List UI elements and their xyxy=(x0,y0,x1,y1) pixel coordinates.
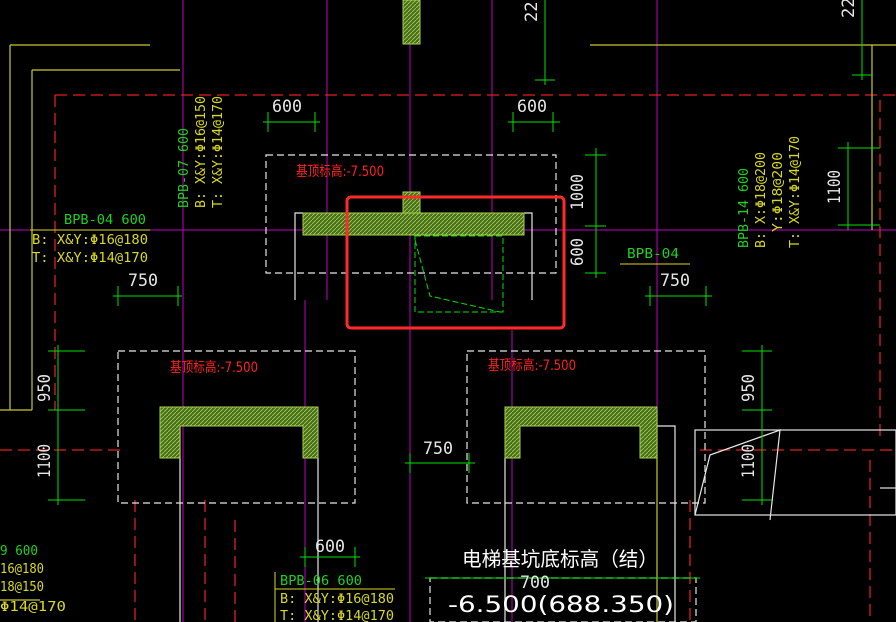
bpb-cut-name: 9 600 xyxy=(0,544,38,559)
beam-left xyxy=(159,406,319,459)
bpb07-bottom: B: X&Y:Φ16@150 xyxy=(194,96,209,208)
bpb04-right-name: BPB-04 xyxy=(627,247,679,262)
bpb14-bottom-y: Y:Φ18@200 xyxy=(771,152,786,232)
dim-text-700-b: 700 xyxy=(520,573,550,593)
dim-text-1100-l: 1100 xyxy=(35,444,55,478)
beam-top-center xyxy=(302,212,525,236)
dim-text-1100-r: 1100 xyxy=(739,444,759,478)
elev-top-label: 基顶标高:-7.500 xyxy=(296,163,384,180)
bpb07-label: BPB-07 600 B: X&Y:Φ16@150 T: X&Y:Φ14@170 xyxy=(177,96,226,208)
highlight-box[interactable] xyxy=(345,195,566,330)
pit-green-diagonal xyxy=(414,239,501,313)
foundation-right xyxy=(466,350,706,504)
bpb04-left-bottom: B: X&Y:Φ16@180 xyxy=(32,233,148,248)
beam-right xyxy=(504,406,658,459)
bpb04-left-name: BPB-04 600 xyxy=(64,213,146,228)
elev-right-label: 基顶标高:-7.500 xyxy=(488,357,576,374)
dim-text-600-b: 600 xyxy=(315,537,345,557)
elev-left-label: 基顶标高:-7.500 xyxy=(170,359,258,376)
pit-wall-right-right xyxy=(657,425,676,622)
dim-text-750-l: 750 xyxy=(128,271,158,291)
bpb04-left-top: T: X&Y:Φ14@170 xyxy=(32,251,148,266)
foundation-left xyxy=(117,350,356,504)
beam-top-stub xyxy=(402,191,421,214)
dim-text-750-r: 750 xyxy=(660,271,690,291)
dim-text-1000: 1000 xyxy=(568,174,588,210)
dim-text-950-l: 950 xyxy=(35,374,55,402)
dim-text-600-r: 600 xyxy=(568,238,588,266)
bpb14-label: BPB-14 600 B: X:Φ18@200 Y:Φ18@200 T: X&Y… xyxy=(737,136,803,248)
pit-value: -6.500(688.350) xyxy=(448,593,674,618)
pit-diagonal xyxy=(694,429,781,521)
pit-green-box xyxy=(414,235,504,313)
bpb06-name: BPB-06 600 xyxy=(280,574,362,589)
pit-wall-top-left xyxy=(294,212,303,300)
pit-title: 电梯基坑底标高（结） xyxy=(462,547,658,571)
dim-text-22-a: 22 xyxy=(522,2,542,22)
dimension-texts: 600 600 1000 600 750 750 750 950 1100 95… xyxy=(35,0,859,593)
bpb06-bottom: B: X&Y:Φ16@180 xyxy=(280,592,394,607)
dim-text-1100-tr: 1100 xyxy=(825,170,845,204)
bpb07-top: T: X&Y:Φ14@170 xyxy=(211,96,226,208)
bpb14-name: BPB-14 600 xyxy=(737,168,752,248)
pit-box-right xyxy=(694,429,896,516)
elevation-labels: 基顶标高:-7.500 基顶标高:-7.500 基顶标高:-7.500 xyxy=(170,163,576,376)
pit-wall-top-right xyxy=(524,212,533,300)
wall-lines xyxy=(0,44,896,622)
bpb14-top: T: X&Y:Φ14@170 xyxy=(788,136,803,248)
dim-text-22-b: 22 xyxy=(839,0,859,18)
dim-text-750-c: 750 xyxy=(423,439,453,459)
foundation-top xyxy=(265,154,557,274)
red-dashed-outlines xyxy=(0,94,896,622)
dimension-lines xyxy=(48,0,880,579)
hatched-beams xyxy=(159,0,658,459)
bpb-cut-line3: 18@150 xyxy=(0,580,44,595)
bpb-labels: BPB-04 600 B: X&Y:Φ16@180 T: X&Y:Φ14@170… xyxy=(0,96,803,622)
pit-green-dash xyxy=(414,235,504,313)
dim-text-950-r: 950 xyxy=(739,374,759,402)
beam-column-top xyxy=(402,0,421,45)
bpb14-bottom-x: B: X:Φ18@200 xyxy=(754,152,769,248)
bpb07-name: BPB-07 600 xyxy=(177,128,192,208)
bpb06-top: T: X&Y:Φ14@170 xyxy=(280,609,394,622)
bpb-cut-line4: Φ14@170 xyxy=(0,600,66,615)
pit-elevation: 电梯基坑底标高（结） -6.500(688.350) xyxy=(448,547,674,618)
bpb-cut-line2: 16@180 xyxy=(0,562,44,577)
dim-text-600-tm: 600 xyxy=(517,97,547,117)
dim-text-600-tl: 600 xyxy=(272,97,302,117)
